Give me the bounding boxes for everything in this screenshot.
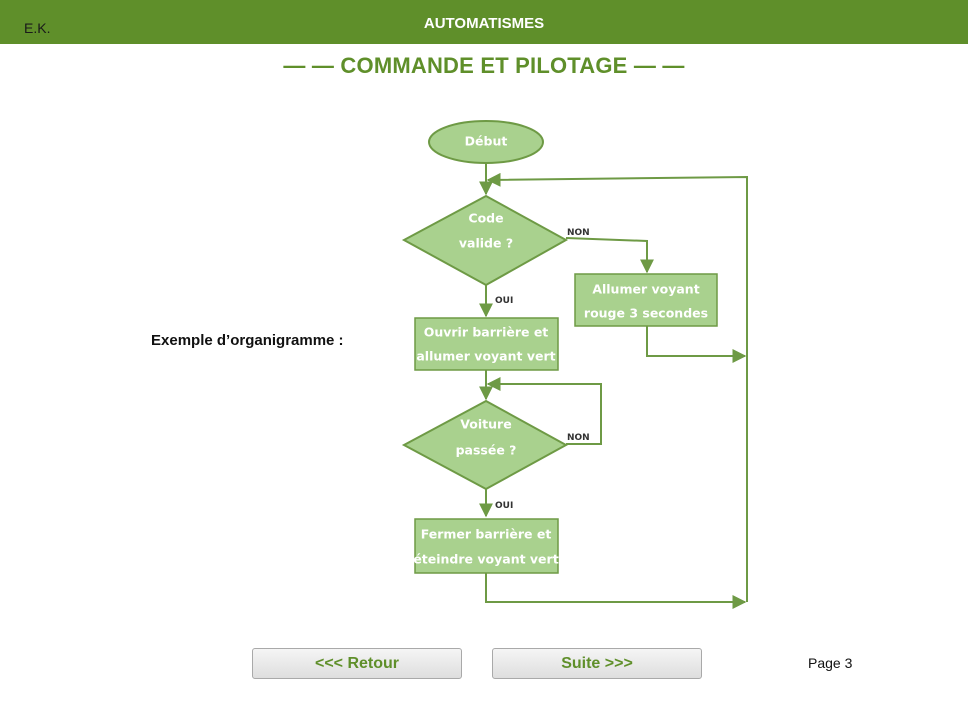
edge-label-no-1: NON bbox=[567, 228, 590, 238]
node-action-close-line2: éteindre voyant vert bbox=[413, 552, 558, 567]
node-decision-car-line2: passée ? bbox=[456, 443, 517, 458]
edge-red-to-rail bbox=[646, 326, 747, 363]
node-action-red bbox=[574, 273, 718, 327]
node-action-red-line1: Allumer voyant bbox=[592, 282, 699, 297]
node-decision-car bbox=[401, 399, 569, 491]
edge-label-yes-2: OUI bbox=[495, 501, 513, 511]
node-action-open bbox=[414, 317, 559, 371]
node-start-text: Début bbox=[465, 134, 508, 149]
edge-label-yes-1: OUI bbox=[495, 296, 513, 306]
back-button[interactable]: <<< Retour bbox=[252, 648, 462, 679]
edge-label-no-2: NON bbox=[567, 433, 590, 443]
node-decision-code-line2: valide ? bbox=[459, 236, 513, 251]
app-title: AUTOMATISMES bbox=[423, 15, 545, 32]
example-label: Exemple d’organigramme : bbox=[151, 332, 344, 349]
node-decision-code bbox=[401, 194, 569, 287]
edge-close-to-rail bbox=[485, 573, 747, 609]
page-number: Page 3 bbox=[808, 655, 853, 671]
edge-return-loop bbox=[486, 172, 748, 602]
node-action-open-line1: Ouvrir barrière et bbox=[424, 325, 549, 340]
node-decision-car-line1: Voiture bbox=[460, 417, 511, 432]
node-action-close bbox=[414, 518, 559, 574]
node-action-close-line1: Fermer barrière et bbox=[421, 527, 552, 542]
edge-code-no bbox=[565, 237, 654, 274]
author-initials: E.K. bbox=[24, 20, 51, 36]
node-decision-code-line1: Code bbox=[468, 211, 503, 226]
node-start bbox=[428, 120, 544, 164]
edge-car-no-loop bbox=[486, 377, 602, 445]
header-bar: E.K. AUTOMATISMES bbox=[0, 0, 968, 44]
section-title: — — COMMANDE ET PILOTAGE — — bbox=[283, 53, 685, 78]
next-button[interactable]: Suite >>> bbox=[492, 648, 702, 679]
node-action-red-line2: rouge 3 secondes bbox=[584, 306, 708, 321]
node-action-open-line2: allumer voyant vert bbox=[416, 349, 555, 364]
